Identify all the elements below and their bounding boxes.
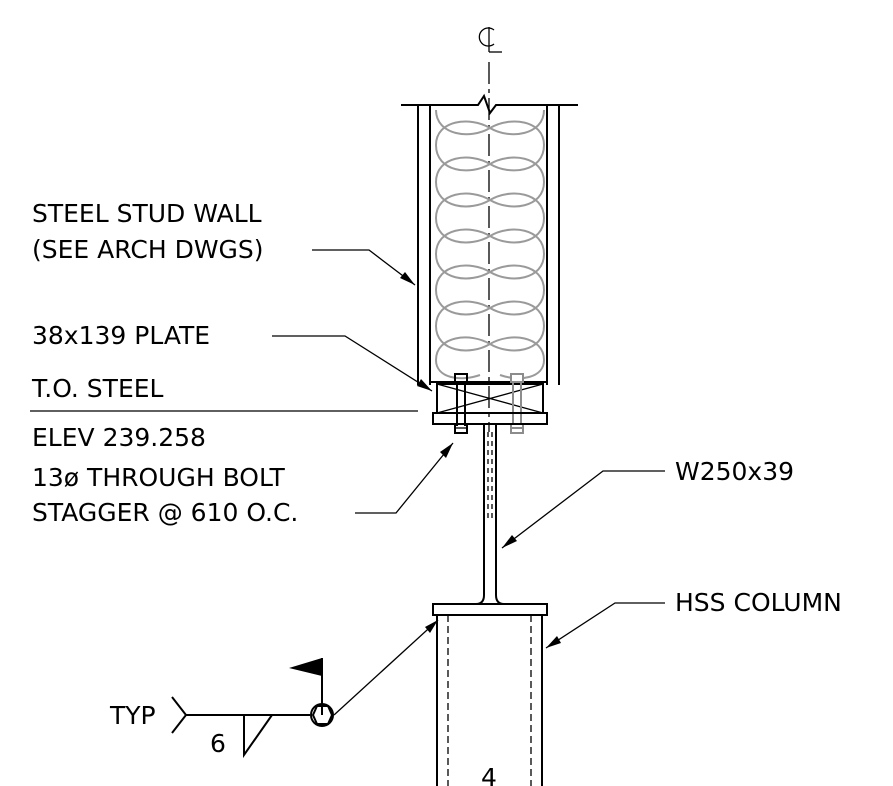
hss-column [436,615,543,786]
w-beam [432,412,548,616]
stud-wall-label-line2: (SEE ARCH DWGS) [32,235,264,264]
bolt-label-line2: STAGGER @ 610 O.C. [32,498,298,527]
through-bolt [454,373,468,434]
steel-stud-wall [401,93,578,385]
batt-insulation [434,109,546,380]
weld-symbol [171,658,334,759]
weld-typ-label: TYP [109,701,156,730]
leader-arrowheads [400,272,561,648]
beam-label: W250x39 [675,457,794,486]
field-weld-flag [289,658,322,676]
column-mark: 4 [481,763,497,786]
leader-lines [30,249,665,716]
plate-label: 38x139 PLATE [32,321,210,350]
column-label: HSS COLUMN [675,588,842,617]
wood-plate [436,383,544,414]
weld-size-label: 6 [210,729,226,758]
elevation-label: ELEV 239.258 [32,423,206,452]
staggered-bolt [510,373,524,434]
stud-wall-label-line1: STEEL STUD WALL [32,199,262,228]
top-of-steel-label: T.O. STEEL [31,374,164,403]
bolt-label-line1: 13ø THROUGH BOLT [32,463,285,492]
centerline-symbol [478,27,502,53]
fillet-weld-triangle [243,714,273,759]
